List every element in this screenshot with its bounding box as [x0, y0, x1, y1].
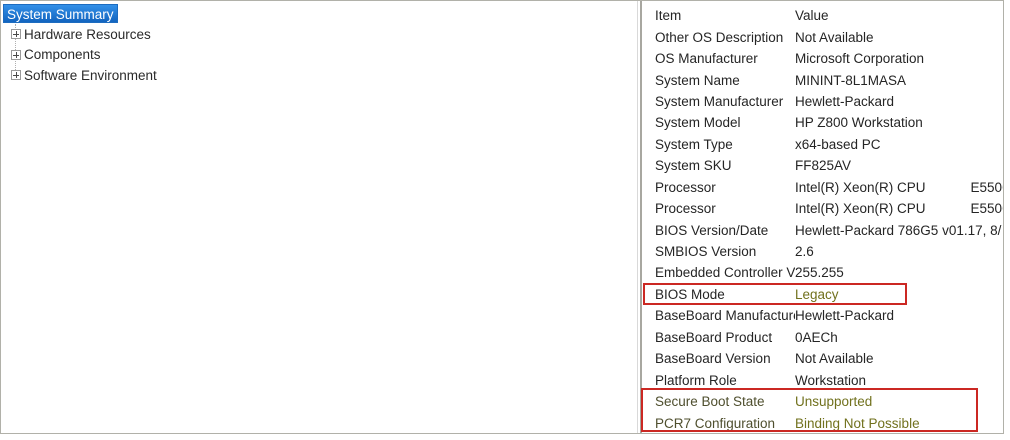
value-cell: Binding Not Possible [795, 415, 920, 431]
list-row[interactable]: System Name MININT-8L1MASA [642, 69, 1003, 90]
item-cell: Platform Role [655, 372, 737, 388]
list-row[interactable]: PCR7 Configuration Binding Not Possible [642, 412, 1003, 433]
list-row[interactable]: Processor Intel(R) Xeon(R) CPU E5506 [642, 177, 1003, 198]
tree-item-system-summary[interactable]: System Summary [1, 4, 637, 24]
value-cell: MININT-8L1MASA [795, 72, 907, 88]
item-cell: System Manufacturer [655, 93, 784, 109]
expand-plus-icon[interactable] [11, 70, 21, 81]
item-cell: System SKU [655, 158, 732, 174]
value-cell: Microsoft Corporation [795, 51, 925, 67]
item-cell: OS Manufacturer [655, 51, 758, 67]
list-row[interactable]: BaseBoard Product 0AECh [642, 327, 1003, 348]
list-header-row: Item Value [642, 5, 1003, 26]
item-cell: BIOS Mode [655, 286, 725, 302]
value-cell: Hewlett-Packard [795, 308, 895, 324]
selected-tree-label[interactable]: System Summary [3, 4, 118, 23]
value-cell: Unsupported [795, 394, 873, 410]
annotation-box-secure-boot [641, 388, 978, 432]
value-cell: Workstation [795, 372, 867, 388]
list-row[interactable]: System SKU FF825AV [642, 155, 1003, 176]
list-row[interactable]: Processor Intel(R) Xeon(R) CPU E5506 [642, 198, 1003, 219]
item-cell: SMBIOS Version [655, 244, 757, 260]
item-cell: PCR7 Configuration [655, 415, 776, 431]
list-row[interactable]: System Manufacturer Hewlett-Packard [642, 91, 1003, 112]
item-cell: Secure Boot State [655, 394, 765, 410]
list-row[interactable]: Platform Role Workstation [642, 369, 1003, 390]
value-cell: Hewlett-Packard 786G5 v01.17, 8/ [795, 222, 1002, 238]
item-cell: BaseBoard Product [655, 329, 773, 345]
list-row[interactable]: System Type x64-based PC [642, 134, 1003, 155]
list-row[interactable]: BaseBoard Version Not Available [642, 348, 1003, 369]
item-cell: BIOS Version/Date [655, 222, 769, 238]
value-cell: Hewlett-Packard [795, 93, 895, 109]
list-row[interactable]: SMBIOS Version 2.6 [642, 241, 1003, 262]
tree-item-label: Hardware Resources [24, 26, 151, 42]
item-cell: BaseBoard Version [655, 351, 771, 367]
item-cell: Embedded Controller V... [655, 265, 795, 281]
category-tree: System Summary Hardware Resources Compon… [1, 1, 637, 86]
item-cell: Processor [655, 179, 716, 195]
column-header-item[interactable]: Item [655, 8, 682, 24]
tree-item-software-environment[interactable]: Software Environment [1, 65, 637, 86]
item-cell: BaseBoard Manufacturer [655, 308, 795, 324]
value-cell: FF825AV [795, 158, 852, 174]
list-row[interactable]: OS Manufacturer Microsoft Corporation [642, 48, 1003, 69]
item-cell: System Model [655, 115, 741, 131]
value-cell: Intel(R) Xeon(R) CPU E5506 [795, 179, 1003, 195]
tree-item-hardware-resources[interactable]: Hardware Resources [1, 24, 637, 45]
expand-plus-icon[interactable] [11, 29, 21, 40]
pane-splitter[interactable] [638, 1, 640, 433]
list-row[interactable]: Embedded Controller V...255.255 [642, 262, 1003, 283]
list-row[interactable]: BIOS Version/Date Hewlett-Packard 786G5 v… [642, 219, 1003, 240]
column-header-value[interactable]: Value [795, 8, 829, 24]
expand-plus-icon[interactable] [11, 49, 21, 60]
item-cell: System Name [655, 72, 740, 88]
annotation-box-bios-mode [643, 283, 907, 305]
value-cell: 255.255 [795, 265, 844, 281]
value-cell: x64-based PC [795, 136, 881, 152]
item-cell: System Type [655, 136, 733, 152]
value-cell: Legacy [795, 286, 839, 302]
tree-item-label: Software Environment [24, 67, 157, 83]
list-row[interactable]: System Model HP Z800 Workstation [642, 112, 1003, 133]
list-row[interactable]: BIOS Mode Legacy [642, 284, 1003, 305]
list-row[interactable]: Secure Boot State Unsupported [642, 391, 1003, 412]
list-row[interactable]: Other OS Description Not Available [642, 26, 1003, 47]
value-cell: HP Z800 Workstation [795, 115, 923, 131]
value-cell: Not Available [795, 351, 874, 367]
category-tree-pane: System Summary Hardware Resources Compon… [1, 1, 638, 433]
value-cell: Intel(R) Xeon(R) CPU E5506 [795, 201, 1003, 217]
item-cell: Processor [655, 201, 716, 217]
tree-item-components[interactable]: Components [1, 45, 637, 66]
value-cell: 2.6 [795, 244, 814, 260]
item-cell: Other OS Description [655, 29, 784, 45]
tree-item-label: Components [24, 47, 101, 63]
value-cell: 0AECh [795, 329, 838, 345]
value-cell: Not Available [795, 29, 874, 45]
